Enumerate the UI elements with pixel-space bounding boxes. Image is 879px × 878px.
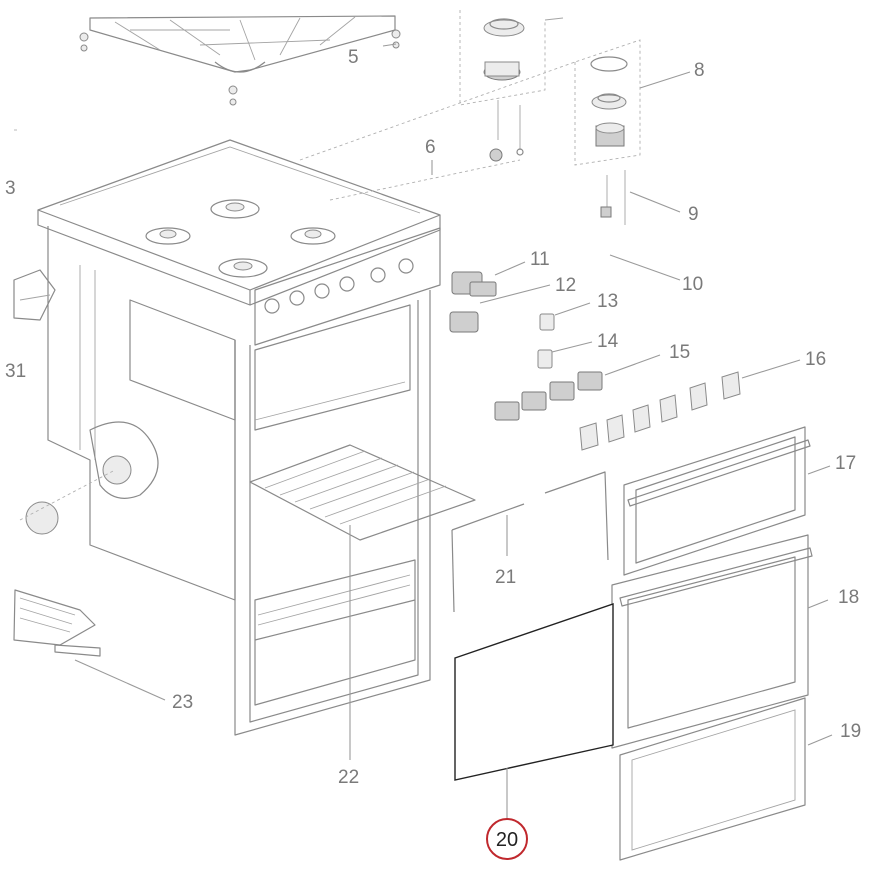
- callout-12: 12: [555, 275, 576, 296]
- inner-glass-panel-part: [454, 603, 614, 781]
- callout-20: 20: [496, 829, 518, 851]
- highlighted-callout-20[interactable]: 20: [486, 818, 528, 860]
- callout-15: 15: [669, 342, 690, 363]
- callout-21: 21: [495, 567, 516, 588]
- valve-parts: [449, 271, 555, 369]
- highlight-ring: [486, 818, 528, 860]
- gas-valve-row-part: [494, 371, 603, 421]
- leader-lines: [74, 43, 833, 818]
- callout-10: 10: [682, 274, 703, 295]
- callout-18: 18: [838, 587, 859, 608]
- callout-6: 6: [425, 137, 436, 158]
- burner-assembly-part: [459, 10, 564, 162]
- callout-11: 11: [530, 249, 550, 270]
- assembly-dashed-lines: [14, 61, 576, 521]
- callout-9: 9: [688, 204, 699, 225]
- callout-3: 3: [5, 178, 16, 199]
- callout-13: 13: [597, 291, 618, 312]
- callout-16: 16: [805, 349, 826, 370]
- callout-23: 23: [172, 692, 193, 713]
- main-oven-door-part: [611, 534, 813, 749]
- pan-support-part: [79, 15, 401, 106]
- callout-31: 31: [5, 361, 26, 382]
- burner-assembly-8-part: [574, 39, 641, 225]
- callout-8: 8: [694, 60, 705, 81]
- callout-14: 14: [597, 331, 619, 352]
- callout-17: 17: [835, 453, 856, 474]
- left-side-parts: [13, 269, 101, 657]
- top-oven-door-part: [623, 426, 811, 576]
- callout-22: 22: [338, 767, 359, 788]
- callout-labels: 3 5 6 8 9 10 11 12 13 14 15 16 17 18 19 …: [5, 47, 861, 788]
- callout-5: 5: [348, 47, 359, 68]
- door-seal-part: [451, 471, 609, 613]
- oven-body-part: [37, 139, 476, 736]
- bottom-drawer-front-part: [619, 697, 806, 861]
- callout-19: 19: [840, 721, 861, 742]
- control-knobs-part: [579, 371, 741, 451]
